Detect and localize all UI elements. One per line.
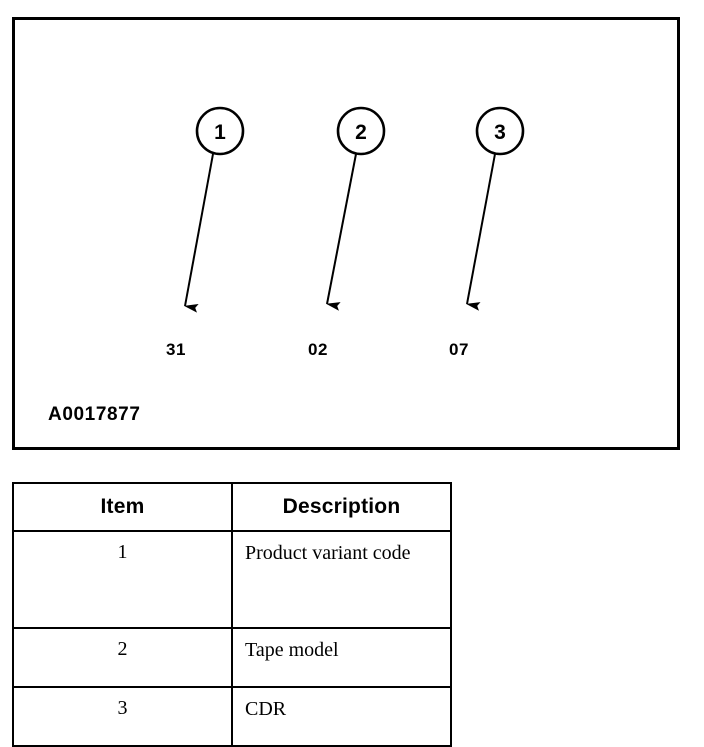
cell-item-number: 1 <box>12 530 233 629</box>
table-row: 1 Product variant code <box>12 530 452 629</box>
table-row: 2 Tape model <box>12 627 452 688</box>
callout-group-2[interactable]: 2 02 <box>308 106 386 359</box>
illustration-panel: 1 31 2 02 3 07 A0017877 <box>12 17 680 450</box>
cell-item-description: Product variant code <box>231 530 452 629</box>
table-header-row: Item Description <box>12 482 452 532</box>
cell-item-description: Tape model <box>231 627 452 688</box>
column-header-description: Description <box>231 482 452 532</box>
value-label-1: 31 <box>166 340 186 359</box>
callout-group-3[interactable]: 3 07 <box>449 106 525 359</box>
callout-group-1[interactable]: 1 31 <box>166 106 245 359</box>
table-row: 3 CDR <box>12 686 452 747</box>
callout-circle-1 <box>195 106 245 156</box>
cell-item-number: 2 <box>12 627 233 688</box>
callout-circle-2 <box>336 106 386 156</box>
callout-circle-label-2: 2 <box>355 121 367 144</box>
column-header-item: Item <box>12 482 233 532</box>
callout-circle-3 <box>475 106 525 156</box>
leader-line-1 <box>184 153 214 313</box>
value-label-2: 02 <box>308 340 328 359</box>
leader-line-3 <box>466 153 496 311</box>
callout-circle-label-1: 1 <box>214 121 226 144</box>
drawing-id-label: A0017877 <box>48 404 141 425</box>
leader-line-2 <box>326 153 357 311</box>
callout-diagram: 1 31 2 02 3 07 A0017877 <box>48 106 525 425</box>
cell-item-description: CDR <box>231 686 452 747</box>
cell-item-number: 3 <box>12 686 233 747</box>
legend-table: Item Description 1 Product variant code … <box>12 482 452 747</box>
value-label-3: 07 <box>449 340 469 359</box>
callout-circle-label-3: 3 <box>494 121 506 144</box>
